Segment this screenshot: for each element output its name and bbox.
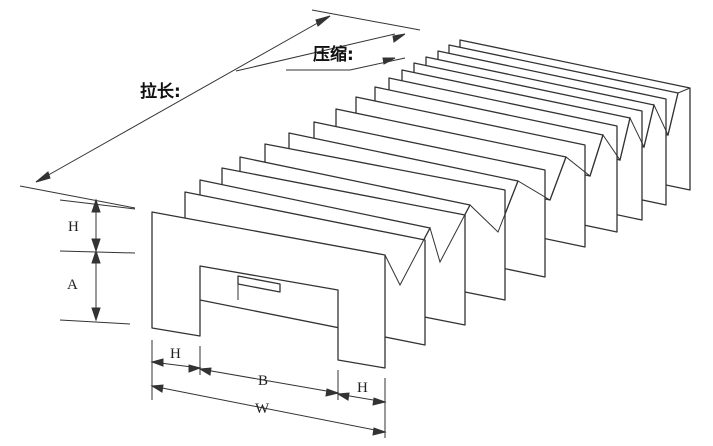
compress-dimension bbox=[235, 33, 406, 72]
dim-w-label: W bbox=[255, 401, 270, 417]
front-end-plate bbox=[151, 211, 386, 369]
dim-h-top-label: H bbox=[68, 219, 79, 235]
horizontal-dimensions bbox=[150, 340, 387, 438]
dim-h-right-label: H bbox=[357, 380, 368, 396]
dim-h-left-label: H bbox=[170, 346, 181, 362]
front-plate-tab bbox=[237, 275, 281, 293]
dim-a-label: A bbox=[67, 277, 78, 293]
bellows-folds bbox=[184, 39, 691, 346]
vertical-dimensions bbox=[59, 198, 136, 325]
compress-label: 压缩: bbox=[313, 44, 354, 65]
stretch-label: 拉长: bbox=[140, 81, 181, 102]
dim-b-label: B bbox=[258, 373, 268, 389]
fold-ridge bbox=[384, 87, 691, 287]
stretch-dimension bbox=[19, 9, 421, 209]
